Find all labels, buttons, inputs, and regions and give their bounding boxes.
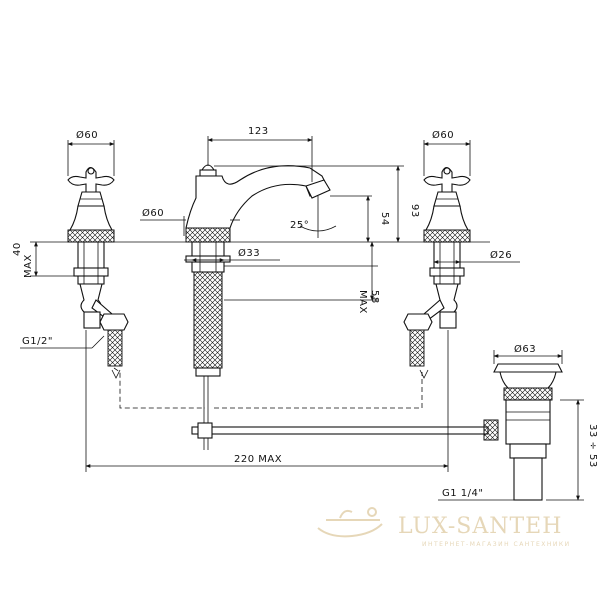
hose-routing bbox=[111, 367, 429, 409]
dim-waste-height: 33 ÷ 53 bbox=[587, 424, 598, 468]
left-handle-valve bbox=[67, 166, 129, 367]
dim-waste-dia: Ø63 bbox=[514, 343, 536, 355]
center-spout bbox=[185, 164, 331, 450]
dim-overall-width: 220 MAX bbox=[234, 454, 282, 465]
watermark: LUX-SANTEH ИНТЕРНЕТ-МАГАЗИН САНТЕХНИКИ bbox=[317, 507, 571, 548]
dim-spout-height: 54 bbox=[379, 212, 390, 226]
dim-spout-angle: 25° bbox=[290, 220, 309, 231]
right-handle-valve bbox=[403, 166, 471, 367]
dim-center-max-label: MAX bbox=[357, 290, 368, 314]
dim-left-handle-dia: Ø60 bbox=[76, 129, 98, 141]
watermark-brand: LUX-SANTEH bbox=[398, 514, 562, 539]
dim-right-handle-dia: Ø60 bbox=[432, 129, 454, 141]
dim-total-height: 93 bbox=[409, 204, 420, 218]
dimension-lines: Ø60 Ø60 123 25° Ø60 Ø33 Ø26 G1/2" 220 MA… bbox=[12, 126, 598, 501]
dim-center-max-thickness: 58 bbox=[369, 290, 380, 304]
dim-spout-reach: 123 bbox=[248, 126, 269, 137]
dim-side-max-label: MAX bbox=[23, 254, 34, 278]
watermark-tagline: ИНТЕРНЕТ-МАГАЗИН САНТЕХНИКИ bbox=[422, 541, 571, 548]
bathtub-logo-icon bbox=[317, 507, 383, 538]
dim-waste-thread: G1 1/4" bbox=[442, 488, 483, 499]
dim-side-shank-dia: Ø26 bbox=[490, 249, 512, 261]
dim-center-shank-dia: Ø33 bbox=[238, 247, 260, 259]
popup-waste bbox=[191, 363, 563, 501]
dim-spout-base-dia: Ø60 bbox=[142, 207, 164, 219]
dim-inlet-thread: G1/2" bbox=[22, 336, 53, 347]
dim-side-max-thickness: 40 bbox=[12, 242, 23, 256]
